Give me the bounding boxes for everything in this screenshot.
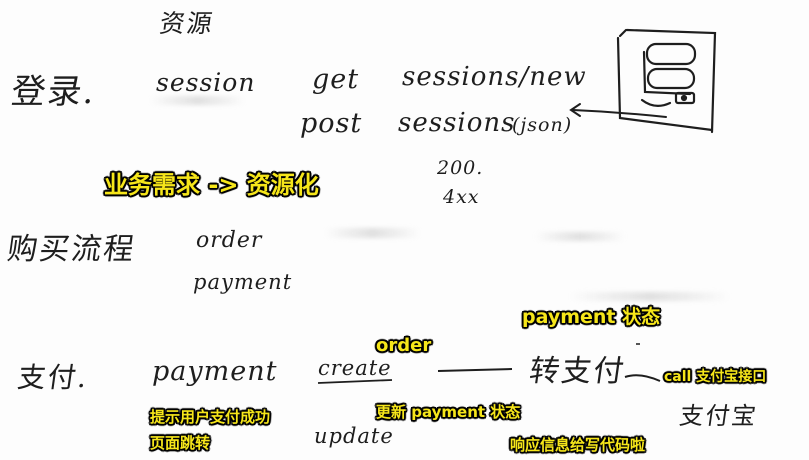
smudge bbox=[535, 232, 625, 241]
device-sketch bbox=[616, 28, 717, 134]
create-underline bbox=[317, 379, 393, 384]
payment-handwritten-2: payment bbox=[152, 356, 278, 387]
smudge bbox=[570, 292, 730, 301]
smudge bbox=[325, 228, 420, 238]
connector-line bbox=[437, 368, 513, 372]
create-text: create bbox=[318, 356, 392, 380]
update-text: update bbox=[314, 424, 394, 448]
order-caption: order bbox=[376, 335, 432, 356]
prompt-caption-line1: 提示用户支付成功 bbox=[150, 408, 271, 426]
payment-status-caption: payment 状态 bbox=[522, 306, 661, 328]
json-text: (json) bbox=[512, 114, 573, 136]
prompt-caption-line2: 页面跳转 bbox=[150, 434, 211, 452]
pay-label: 支付. bbox=[15, 361, 92, 394]
respond-caption: 响应信息给写代码啦 bbox=[510, 436, 646, 454]
login-label: 登录. bbox=[8, 72, 100, 112]
post-text: post bbox=[300, 108, 363, 139]
code-200-text: 200. bbox=[437, 157, 484, 179]
code-4xx-text: 4xx bbox=[443, 186, 480, 208]
transfer-pay-label: 转支付 bbox=[527, 354, 628, 389]
arrow-to-json bbox=[569, 103, 667, 118]
session-text: session bbox=[156, 68, 256, 97]
order-handwritten: order bbox=[196, 228, 263, 253]
resource-title: 资源 bbox=[157, 9, 216, 38]
sessions-new-text: sessions/new bbox=[402, 62, 587, 92]
alipay-label: 支付宝 bbox=[677, 402, 760, 430]
purchase-flow-label: 购买流程 bbox=[5, 232, 138, 267]
call-alipay-caption: call 支付宝接口 bbox=[664, 369, 767, 385]
sessions-text: sessions bbox=[398, 108, 516, 138]
headline-caption: 业务需求 -> 资源化 bbox=[104, 171, 319, 199]
smudge bbox=[150, 96, 245, 105]
connector-curve bbox=[624, 374, 661, 382]
get-text: get bbox=[312, 64, 360, 95]
payment-handwritten: payment bbox=[193, 270, 293, 294]
update-status-caption: 更新 payment 状态 bbox=[376, 403, 521, 421]
